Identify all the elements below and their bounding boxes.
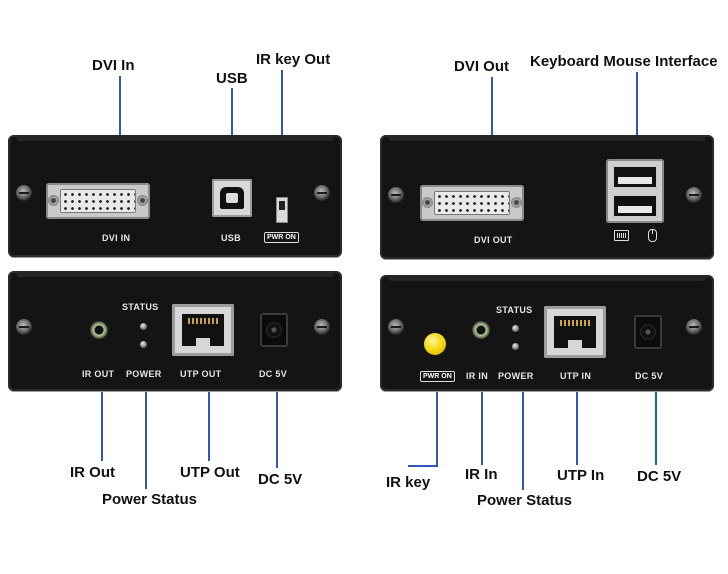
callout-ir-key-out: IR key Out (256, 51, 331, 68)
callout-power-status-right: Power Status (477, 492, 573, 509)
label-ir-out: IR OUT (82, 369, 115, 379)
ir-key-out-switch (276, 197, 288, 223)
leader-ir-out (101, 386, 103, 461)
leader-dc5v-left (276, 386, 278, 468)
mouse-icon (648, 229, 657, 242)
receiver-front-panel: DVI OUT (380, 135, 714, 259)
dvi-in-port (46, 183, 150, 219)
leader-dc5v-right (655, 385, 657, 465)
label-dvi-in: DVI IN (102, 233, 131, 243)
leader-power-right (522, 385, 524, 490)
transmitter-rear-panel: STATUS IR OUT POWER UTP OUT DC 5V (8, 271, 342, 391)
callout-dc5v-left: DC 5V (258, 471, 303, 488)
screw (686, 319, 702, 335)
label-ir-in: IR IN (466, 371, 489, 381)
keyboard-icon (614, 230, 629, 241)
leader-usb (231, 88, 233, 166)
label-status: STATUS (122, 302, 159, 312)
screw (16, 319, 32, 335)
leader-ir-key-h (408, 465, 438, 467)
screw (314, 319, 330, 335)
status-led (140, 323, 147, 330)
power-led (140, 341, 147, 348)
usb-a-port-bottom (612, 194, 658, 218)
callout-utp-in: UTP In (557, 467, 605, 484)
leader-utp-in (576, 385, 578, 465)
leader-keyboard-mouse (636, 72, 638, 160)
screw (686, 187, 702, 203)
label-status: STATUS (496, 305, 533, 315)
usb-b-port (212, 179, 252, 217)
label-usb: USB (221, 233, 241, 243)
callout-power-status-left: Power Status (102, 491, 198, 508)
label-dc-5v: DC 5V (259, 369, 288, 379)
screw (388, 319, 404, 335)
power-led (512, 343, 519, 350)
leader-ir-key-v (436, 387, 438, 466)
utp-in-port (544, 306, 606, 358)
ir-out-jack (90, 321, 108, 339)
leader-ir-key-out (281, 70, 283, 166)
dc-5v-jack (634, 315, 662, 349)
receiver-rear-panel: PWR ON STATUS IR IN POWER UTP IN DC 5V (380, 275, 714, 391)
leader-dvi-out (491, 77, 493, 165)
pwr-on-badge: PWR ON (264, 232, 299, 243)
screw (16, 185, 32, 201)
ir-in-jack (472, 321, 490, 339)
usb-a-ports (606, 159, 664, 223)
leader-ir-in (481, 385, 483, 465)
callout-usb: USB (216, 70, 248, 87)
screw (388, 187, 404, 203)
leader-dvi-in (119, 76, 121, 166)
utp-out-port (172, 304, 234, 356)
callout-ir-out: IR Out (70, 464, 115, 481)
callout-ir-key: IR key (386, 474, 431, 491)
callout-keyboard-mouse-interface: Keyboard Mouse Interface (530, 53, 718, 70)
leader-power-left (145, 386, 147, 489)
callout-dvi-out: DVI Out (454, 58, 509, 75)
screw (314, 185, 330, 201)
label-dc-5v: DC 5V (635, 371, 664, 381)
callout-dc5v-right: DC 5V (637, 468, 682, 485)
leader-utp-out (208, 386, 210, 461)
ir-key-button (424, 333, 446, 355)
label-dvi-out: DVI OUT (474, 235, 513, 245)
callout-ir-in: IR In (465, 466, 498, 483)
dvi-out-port (420, 185, 524, 221)
status-led (512, 325, 519, 332)
label-power: POWER (126, 369, 162, 379)
callout-utp-out: UTP Out (180, 464, 240, 481)
callout-dvi-in: DVI In (92, 57, 135, 74)
pwr-on-badge: PWR ON (420, 371, 455, 382)
usb-a-port-top (612, 165, 658, 189)
transmitter-front-panel: DVI IN USB PWR ON (8, 135, 342, 257)
label-power: POWER (498, 371, 534, 381)
label-utp-in: UTP IN (560, 371, 592, 381)
label-utp-out: UTP OUT (180, 369, 222, 379)
dc-5v-jack (260, 313, 288, 347)
